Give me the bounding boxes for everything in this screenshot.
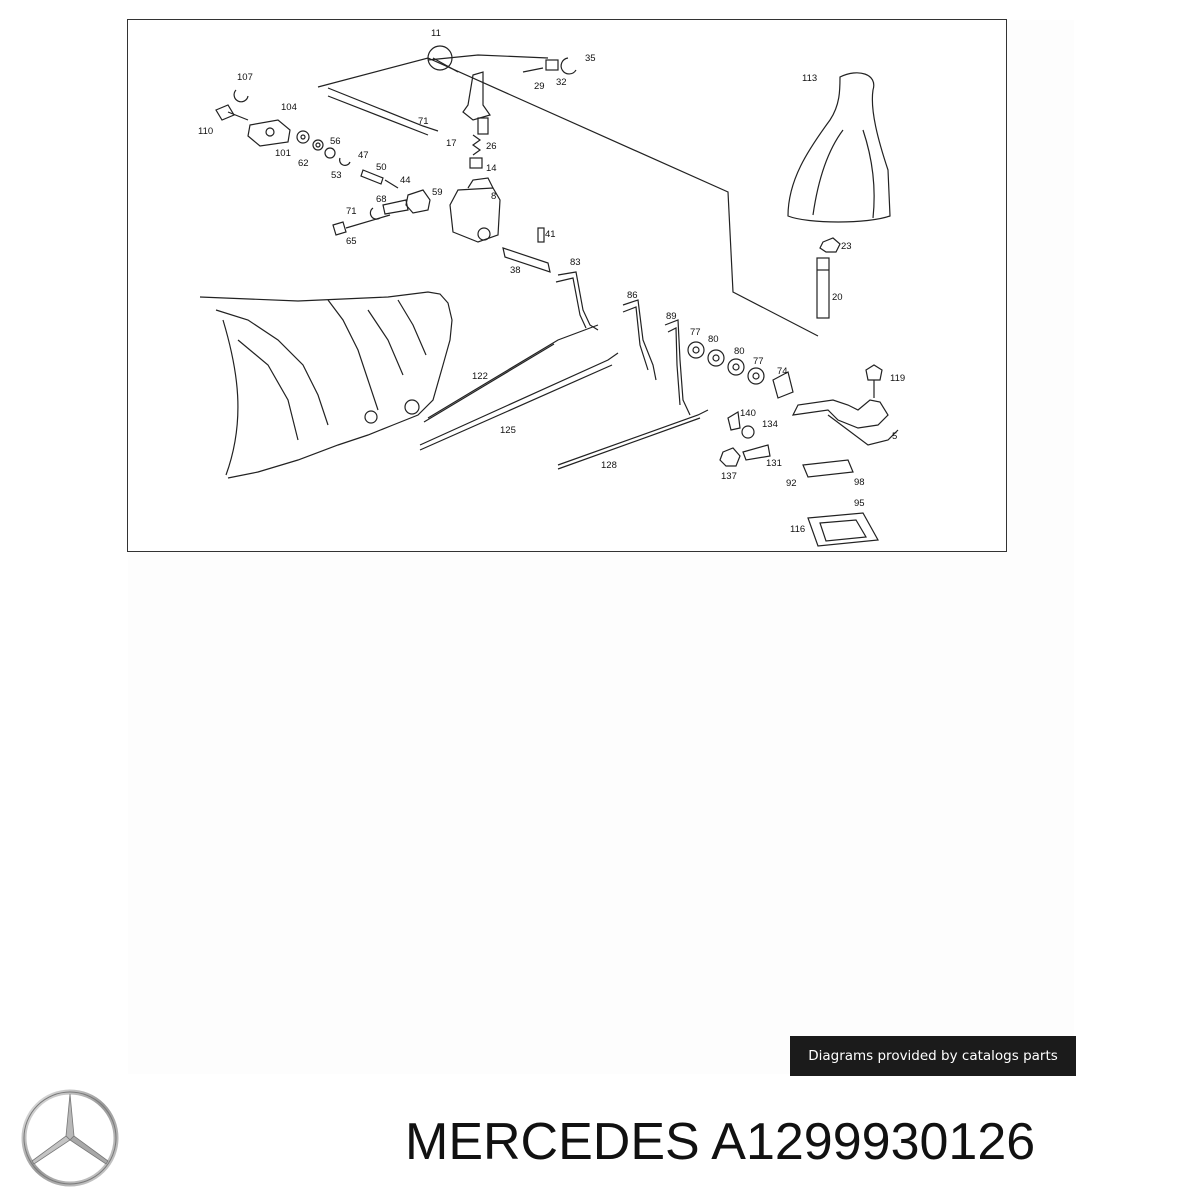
callout-label: 62 [298, 158, 309, 169]
callout-label: 128 [601, 460, 617, 471]
callout-label: 32 [556, 77, 567, 88]
callout-label: 14 [486, 163, 497, 174]
callout-label: 53 [331, 170, 342, 181]
callout-label: 140 [740, 408, 756, 419]
callout-label: 89 [666, 311, 677, 322]
callout-label: 80 [734, 346, 745, 357]
callout-label: 116 [790, 524, 805, 535]
callout-label: 92 [786, 478, 797, 489]
callout-label: 65 [346, 236, 357, 247]
callout-label: 47 [358, 150, 369, 161]
callout-label: 95 [854, 498, 865, 509]
callout-label: 98 [854, 477, 865, 488]
callout-label: 110 [198, 126, 213, 137]
mercedes-star-icon [20, 1088, 120, 1188]
callout-label: 104 [281, 102, 297, 113]
callout-label: 44 [400, 175, 411, 186]
callout-label: 74 [777, 366, 788, 377]
callout-label: 50 [376, 162, 387, 173]
callout-label: 122 [472, 371, 488, 382]
callout-label: 41 [545, 229, 556, 240]
callout-label: 29 [534, 81, 545, 92]
callout-label: 101 [275, 148, 291, 159]
callout-label: 107 [237, 72, 253, 83]
callout-label: 134 [762, 419, 778, 430]
callout-label: 26 [486, 141, 497, 152]
callout-label: 56 [330, 136, 341, 147]
callout-label: 86 [627, 290, 638, 301]
callout-label: 68 [376, 194, 387, 205]
callout-label: 125 [500, 425, 516, 436]
callout-label: 113 [802, 73, 817, 84]
callout-label: 17 [446, 138, 457, 149]
callout-label: 80 [708, 334, 719, 345]
callout-label: 35 [585, 53, 596, 64]
callout-label: 20 [832, 292, 843, 303]
callout-label: 38 [510, 265, 521, 276]
callout-label: 23 [841, 241, 852, 252]
callout-label: 59 [432, 187, 443, 198]
callout-label: 137 [721, 471, 737, 482]
callout-label: 71 [346, 206, 357, 217]
callout-label: 8 [491, 191, 496, 202]
callout-label: 5 [892, 431, 897, 442]
callout-label: 77 [690, 327, 701, 338]
diagram-credit-banner: Diagrams provided by catalogs parts [790, 1036, 1076, 1076]
callout-label: 119 [890, 373, 905, 384]
parts-diagram: 11 35 29 32 107 104 110 71 17 26 14 101 … [127, 19, 1007, 552]
callout-label: 83 [570, 257, 581, 268]
parts-diagram-drawing: 11 35 29 32 107 104 110 71 17 26 14 101 … [198, 28, 905, 547]
callout-label: 131 [766, 458, 782, 469]
callout-label: 71 [418, 116, 429, 127]
part-title: MERCEDES A1299930126 [405, 1113, 1036, 1171]
callout-label: 77 [753, 356, 764, 367]
callout-label: 11 [431, 28, 441, 39]
